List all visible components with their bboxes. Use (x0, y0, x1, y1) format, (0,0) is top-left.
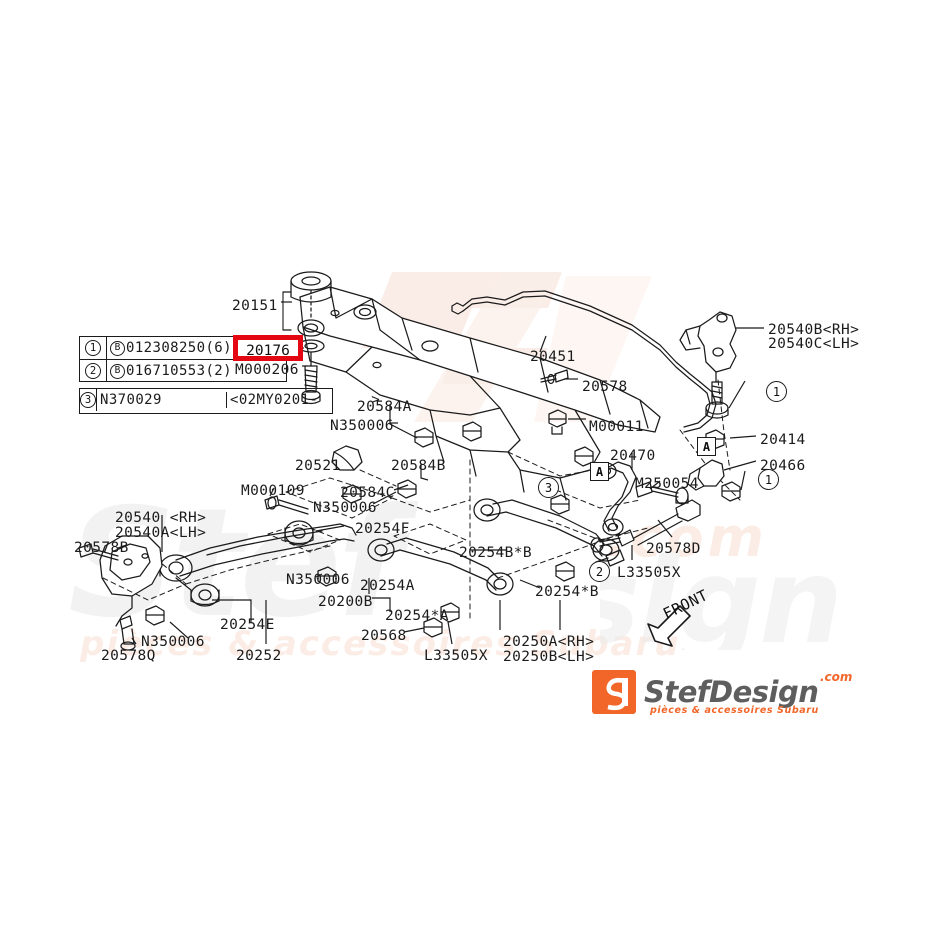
callout-circle[interactable]: 1 (758, 469, 779, 490)
legend-index: 1 (80, 337, 107, 359)
part-label[interactable]: N350006 (141, 634, 205, 650)
legend-code-cell: B 012308250(6) (107, 340, 286, 356)
legend-note-cell: <02MY0201- > (227, 392, 380, 408)
part-label[interactable]: 20252 (236, 648, 282, 664)
part-label[interactable]: 20200B (318, 594, 373, 610)
part-label[interactable]: 20254F (355, 521, 410, 537)
part-label[interactable]: 20578D (646, 541, 701, 557)
part-label[interactable]: M000206 (235, 362, 299, 378)
callout-box[interactable]: A (590, 462, 609, 481)
part-label[interactable]: 20470 (610, 448, 656, 464)
legend-code: 016710553(2) (126, 363, 232, 379)
part-label[interactable]: 20254E (220, 617, 275, 633)
part-label[interactable]: N350006 (330, 418, 394, 434)
part-label[interactable]: 20254B*B (459, 545, 533, 561)
part-label[interactable]: 20254*A (385, 608, 449, 624)
legend-table-primary: 1 B 012308250(6) 2 B 016710553(2) (79, 336, 287, 382)
part-label[interactable]: N350006 (313, 500, 377, 516)
part-label[interactable]: 20540C<LH> (768, 336, 860, 352)
legend-code-cell: B 016710553(2) (107, 363, 286, 379)
highlighted-part-number: 20176 (246, 343, 290, 359)
logo-tagline: pièces & accessoires Subaru (649, 705, 819, 716)
legend-index-circle: 3 (80, 392, 96, 408)
part-label[interactable]: 20151 (232, 298, 278, 314)
part-label[interactable]: 20540B<RH> (768, 322, 860, 338)
part-label[interactable]: L33505X (617, 565, 681, 581)
legend-table-secondary: 3 N370029 <02MY0201- > (79, 388, 380, 414)
legend-prefix-circle: B (110, 340, 125, 356)
legend-code: N370029 (100, 392, 162, 408)
part-label[interactable]: 20451 (530, 349, 576, 365)
part-label[interactable]: 20584A (357, 399, 412, 415)
part-label[interactable]: 20250B<LH> (503, 649, 595, 665)
legend-code-cell: N370029 (97, 392, 227, 408)
part-label[interactable]: M250054 (635, 476, 699, 492)
callout-circle[interactable]: 1 (766, 381, 787, 402)
part-label[interactable]: 20254A (360, 578, 415, 594)
brand-logo[interactable]: StefDesign .com pièces & accessoires Sub… (592, 666, 860, 718)
part-label[interactable]: M000109 (241, 483, 305, 499)
part-label[interactable]: 20568 (361, 628, 407, 644)
callout-circle[interactable]: 2 (589, 561, 610, 582)
callout-box[interactable]: A (697, 437, 716, 456)
part-label[interactable]: M00011 (589, 419, 644, 435)
part-label[interactable]: 20540A<LH> (115, 525, 207, 541)
legend-index-circle: 1 (85, 340, 101, 356)
part-label[interactable]: 20250A<RH> (503, 634, 595, 650)
part-label[interactable]: 20584B (391, 458, 446, 474)
legend-index: 3 (80, 389, 97, 411)
part-label[interactable]: 20540 <RH> (115, 510, 207, 526)
legend-row: 3 N370029 <02MY0201- > (80, 389, 380, 411)
logo-wordmark: StefDesign (644, 675, 818, 709)
legend-index: 2 (80, 360, 107, 382)
part-label[interactable]: 20521 (295, 458, 341, 474)
logo-tld: .com (820, 670, 852, 684)
legend-row: 1 B 012308250(6) (80, 337, 286, 359)
highlighted-part-box[interactable]: 20176 (233, 335, 303, 361)
legend-prefix-circle: B (110, 363, 125, 379)
part-label[interactable]: 20254*B (535, 584, 599, 600)
part-label[interactable]: 20578Q (101, 648, 156, 664)
part-label[interactable]: 20578 (582, 379, 628, 395)
part-label[interactable]: N350006 (286, 572, 350, 588)
legend-note: <02MY0201- > (230, 392, 381, 408)
callout-circle[interactable]: 3 (538, 477, 559, 498)
part-label[interactable]: 20584C (340, 485, 395, 501)
legend-code: 012308250(6) (126, 340, 232, 356)
part-label[interactable]: 20414 (760, 432, 806, 448)
part-label[interactable]: 20578B (74, 540, 129, 556)
legend-row: 2 B 016710553(2) (80, 359, 286, 382)
legend-index-circle: 2 (85, 363, 101, 379)
part-label[interactable]: L33505X (424, 648, 488, 664)
